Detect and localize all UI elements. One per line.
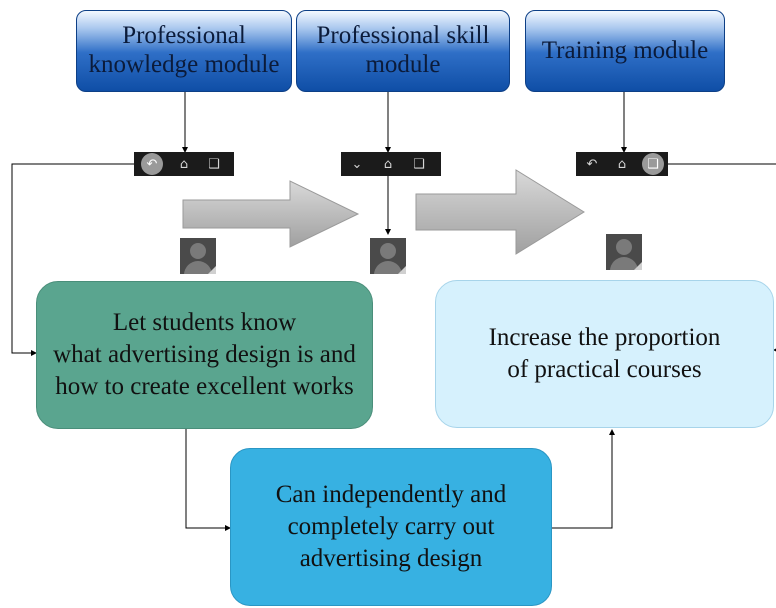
recent-apps-icon[interactable]: ❑ — [413, 156, 425, 172]
module-professional-knowledge: Professional knowledge module — [76, 10, 292, 92]
home-icon[interactable]: ⌂ — [179, 156, 189, 172]
module-training-label: Training module — [541, 36, 709, 64]
connector-green-to-blue — [185, 428, 231, 531]
flow-arrow-1 — [182, 180, 360, 248]
nav-bar-middle: ⌄ ⌂ ❑ — [341, 152, 441, 176]
box-knowledge-goal: Let students know what advertising desig… — [36, 281, 373, 429]
box-practical-courses-text: Increase the proportion of practical cou… — [488, 324, 721, 383]
recent-apps-icon[interactable]: ❑ — [208, 156, 220, 172]
home-icon[interactable]: ⌂ — [383, 156, 393, 172]
box-knowledge-goal-text: Let students know what advertising desig… — [53, 309, 356, 400]
module-professional-skill-label: Professional skill module — [316, 22, 490, 78]
nav-bar-left: ↶ ⌂ ❑ — [134, 152, 234, 176]
connector-blue-to-light — [552, 429, 615, 529]
box-design-ability-text: Can independently and completely carry o… — [275, 481, 507, 572]
recent-apps-icon[interactable]: ❑ — [642, 153, 664, 175]
back-icon[interactable]: ↶ — [586, 156, 598, 172]
flow-arrow-2 — [415, 169, 585, 255]
module-professional-knowledge-label: Professional knowledge module — [88, 22, 280, 78]
module-training: Training module — [525, 10, 725, 92]
chevron-down-icon[interactable]: ⌄ — [351, 156, 363, 172]
box-practical-courses: Increase the proportion of practical cou… — [435, 280, 774, 428]
connector-left-loop — [11, 163, 134, 356]
avatar-icon — [606, 234, 642, 270]
avatar-icon — [180, 238, 216, 274]
avatar-icon — [370, 238, 406, 274]
home-icon[interactable]: ⌂ — [617, 156, 627, 172]
nav-bar-right: ↶ ⌂ ❑ — [576, 152, 668, 176]
module-professional-skill: Professional skill module — [296, 10, 510, 92]
back-icon[interactable]: ↶ — [141, 153, 163, 175]
box-design-ability: Can independently and completely carry o… — [230, 448, 552, 606]
